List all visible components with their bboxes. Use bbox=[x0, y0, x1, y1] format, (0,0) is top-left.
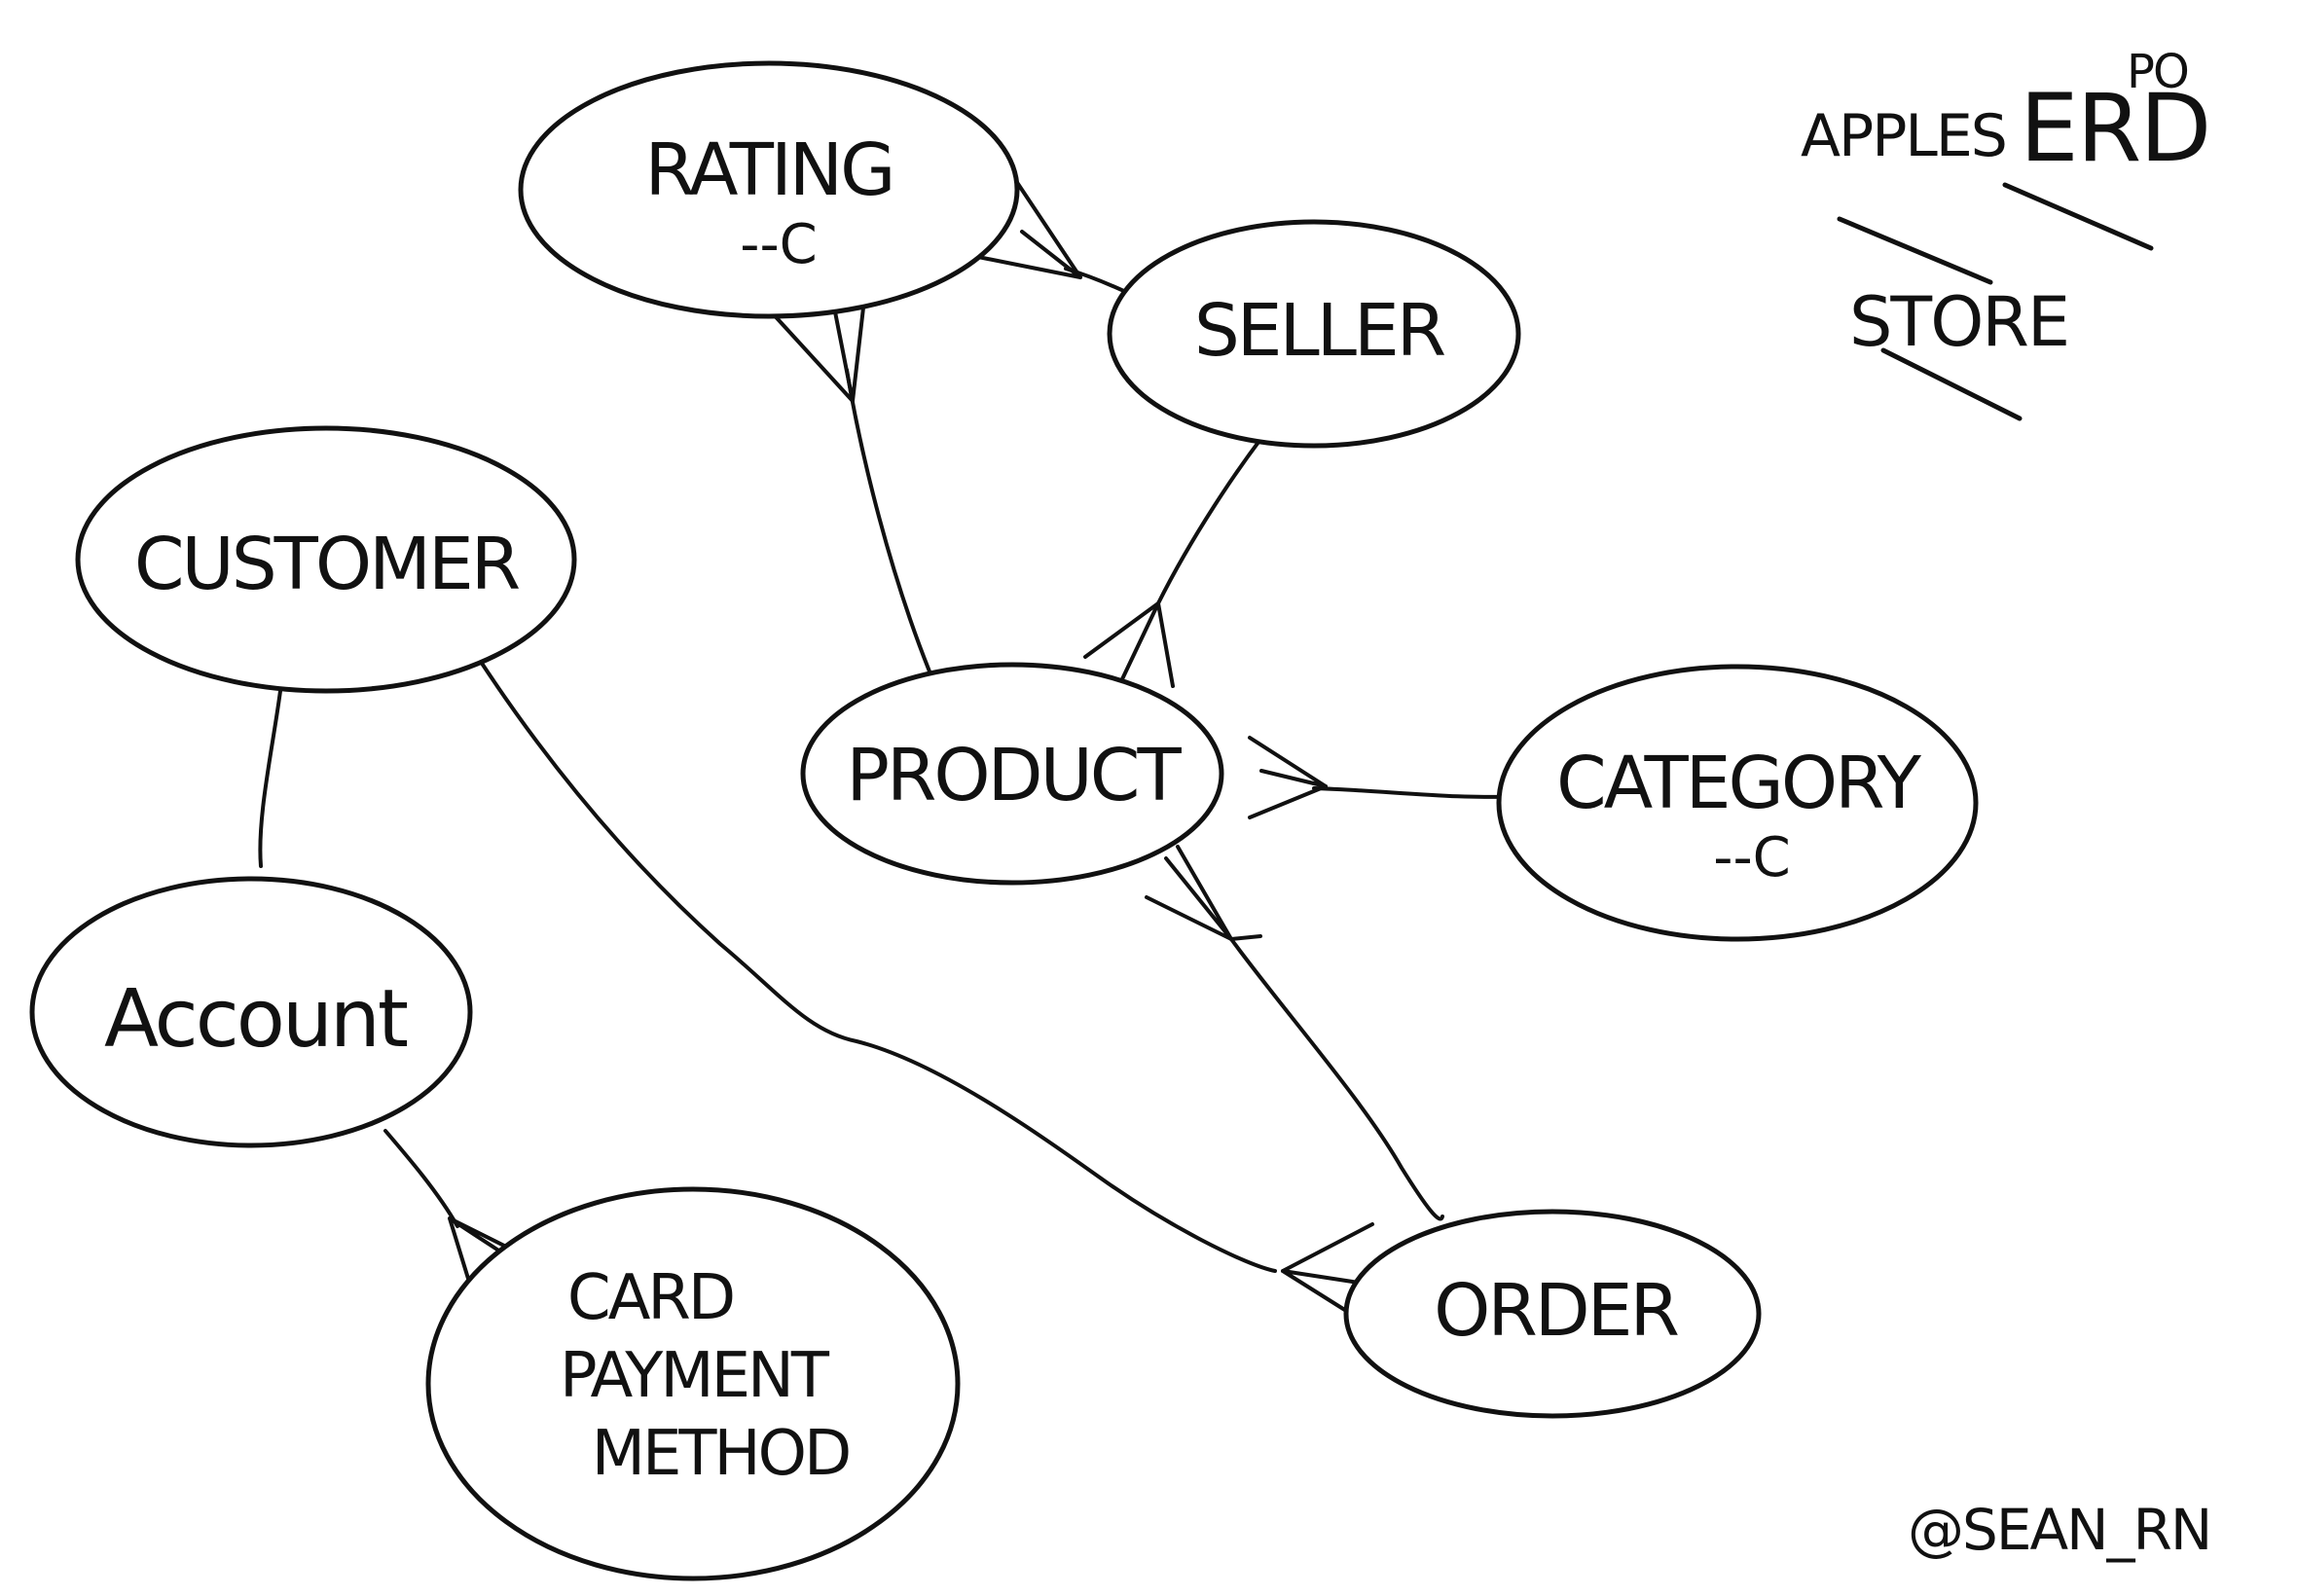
relationships bbox=[258, 173, 1520, 1316]
entity-customer-shape bbox=[75, 425, 577, 694]
crowsfoot-product-order bbox=[1145, 845, 1262, 941]
rel-rating-product bbox=[845, 368, 931, 673]
entity-order-label: ORDER bbox=[1434, 1269, 1678, 1353]
entity-order: ORDER bbox=[1343, 1209, 1762, 1419]
diagram-title-block: ERD PO APPLES STORE bbox=[1801, 45, 2211, 421]
entity-seller: SELLER bbox=[1107, 219, 1521, 449]
rel-account-card bbox=[383, 1129, 459, 1228]
entity-category-shape bbox=[1496, 664, 1979, 942]
entity-account-shape bbox=[29, 876, 473, 1148]
entity-card-payment-method: CARD PAYMENT METHOD bbox=[425, 1186, 961, 1581]
entity-card-label-line1: CARD bbox=[567, 1262, 733, 1334]
entity-customer: CUSTOMER bbox=[75, 425, 577, 694]
crowsfoot-rating-seller bbox=[966, 173, 1082, 279]
entity-card-shape bbox=[425, 1186, 961, 1581]
entity-category-label: CATEGORY bbox=[1556, 742, 1922, 825]
entity-account: Account bbox=[29, 876, 473, 1148]
entity-card-label-line3: METHOD bbox=[592, 1418, 850, 1490]
entity-seller-label: SELLER bbox=[1194, 289, 1445, 373]
entity-category: CATEGORY --C bbox=[1496, 664, 1979, 942]
crowsfoot-product-category bbox=[1248, 736, 1328, 819]
diagram-title-suffix: PO bbox=[2127, 45, 2188, 99]
crowsfoot-seller-product bbox=[1083, 601, 1175, 688]
entity-account-label: Account bbox=[104, 973, 408, 1066]
entity-rating: RATING --C bbox=[518, 60, 1020, 319]
entity-rating-sublabel: --C bbox=[740, 213, 818, 276]
entity-customer-label: CUSTOMER bbox=[134, 523, 520, 606]
diagram-subtitle-line2: STORE bbox=[1849, 282, 2068, 362]
entity-card-label-line2: PAYMENT bbox=[560, 1340, 830, 1412]
entity-product-shape bbox=[800, 662, 1224, 886]
entity-product-label: PRODUCT bbox=[846, 734, 1182, 817]
entity-category-sublabel: --C bbox=[1713, 826, 1791, 889]
rel-customer-account bbox=[258, 689, 282, 868]
subtitle-line1-underline bbox=[1837, 216, 1993, 285]
title-underline bbox=[2002, 182, 2154, 251]
entity-order-shape bbox=[1343, 1209, 1762, 1419]
crowsfoot-customer-order bbox=[1281, 1222, 1374, 1316]
rel-product-category bbox=[1312, 786, 1520, 799]
subtitle-line2-underline bbox=[1880, 347, 2023, 421]
entity-rating-label: RATING bbox=[644, 128, 893, 212]
diagram-title: ERD bbox=[2020, 74, 2209, 183]
entity-seller-shape bbox=[1107, 219, 1521, 449]
entity-rating-shape bbox=[518, 60, 1020, 319]
entity-product: PRODUCT bbox=[800, 662, 1224, 886]
diagram-subtitle-line1: APPLES bbox=[1801, 102, 2006, 170]
rel-product-order bbox=[1229, 937, 1444, 1221]
credit-handle: @SEAN_RN bbox=[1908, 1497, 2210, 1563]
rel-customer-order bbox=[479, 660, 1277, 1273]
